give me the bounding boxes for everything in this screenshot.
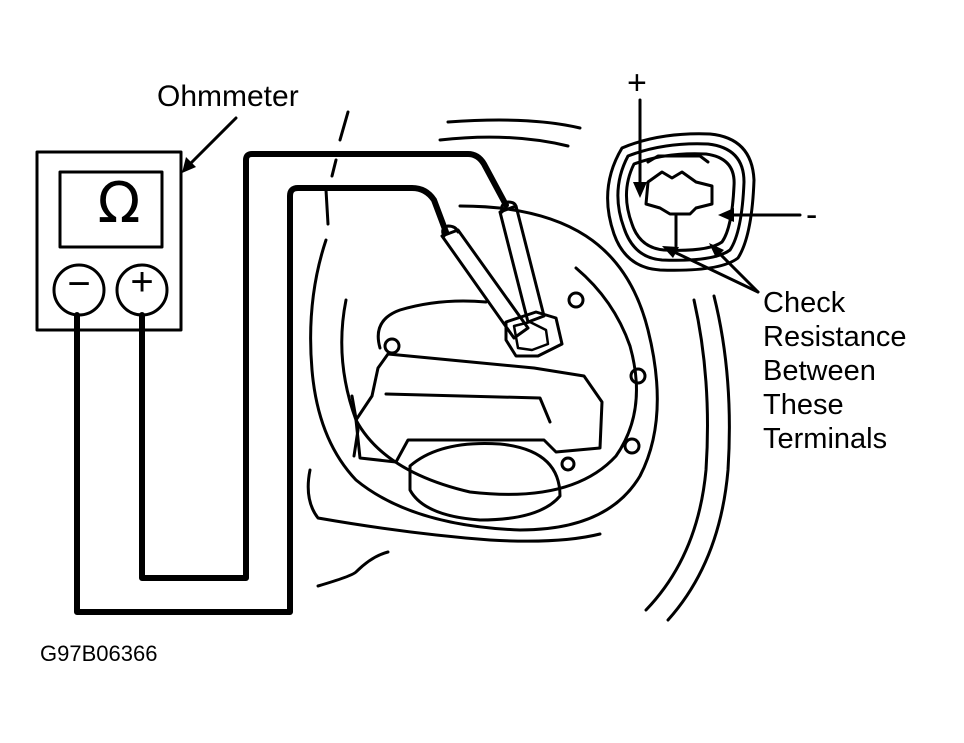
ohmmeter-label: Ohmmeter <box>157 80 299 113</box>
check-resistance-label: Check Resistance Between These Terminals <box>763 287 907 455</box>
plus-label: + <box>627 64 647 102</box>
pointer-arrows <box>182 98 802 294</box>
pump-body <box>354 352 604 464</box>
figure-code: G97B06366 <box>40 641 158 666</box>
ohmmeter-display <box>58 170 164 249</box>
body-stroke-2 <box>330 158 338 178</box>
body-stroke-1 <box>338 110 350 142</box>
body-stroke-4 <box>446 118 582 130</box>
negative-terminal-label: − <box>67 262 91 306</box>
negative-probe-cap <box>441 224 460 238</box>
bolt-5 <box>560 456 576 472</box>
connector-middle-ring <box>616 142 746 262</box>
bolt-3 <box>629 367 647 385</box>
pump-flange <box>340 266 638 496</box>
ohmmeter-case <box>35 150 183 332</box>
minus-label: - <box>806 196 818 234</box>
positive-terminal-label: + <box>130 260 154 304</box>
positive-lead <box>139 151 509 581</box>
plus-arrowhead <box>633 182 647 198</box>
check-arrow-line-b <box>714 248 760 294</box>
body-stroke-3 <box>324 188 330 226</box>
ohmmeter-arrow-line <box>186 116 238 168</box>
bolt-1 <box>383 337 401 355</box>
pump-connector <box>504 310 564 358</box>
check-arrow-line-a <box>668 248 760 294</box>
body-stroke-5 <box>438 135 570 148</box>
body-stroke-7 <box>316 550 390 588</box>
pump-body-edge <box>384 392 552 424</box>
body-stroke-6 <box>306 468 602 543</box>
connector-terminals <box>644 170 714 216</box>
connector-inner-ring <box>625 152 736 252</box>
positive-probe <box>498 204 546 324</box>
tank-opening-outer <box>309 204 659 532</box>
float-arm <box>408 442 562 522</box>
pump-connector-inner <box>512 320 550 352</box>
negative-probe <box>440 228 530 340</box>
flange-rim <box>376 299 488 350</box>
ohm-symbol: Ω <box>97 171 141 236</box>
negative-lead <box>74 185 449 615</box>
body-stroke-8 <box>644 298 709 612</box>
connector-outer-ring <box>606 132 756 272</box>
body-outline <box>306 110 731 622</box>
connector-top-lip <box>646 154 710 164</box>
body-stroke-9 <box>666 294 731 622</box>
ohmmeter-arrowhead <box>182 157 196 173</box>
pump-assembly <box>309 204 659 532</box>
bolt-2 <box>567 291 585 309</box>
pump-bracket <box>350 394 360 458</box>
bolt-4 <box>623 437 641 455</box>
connector-inset <box>606 132 756 272</box>
